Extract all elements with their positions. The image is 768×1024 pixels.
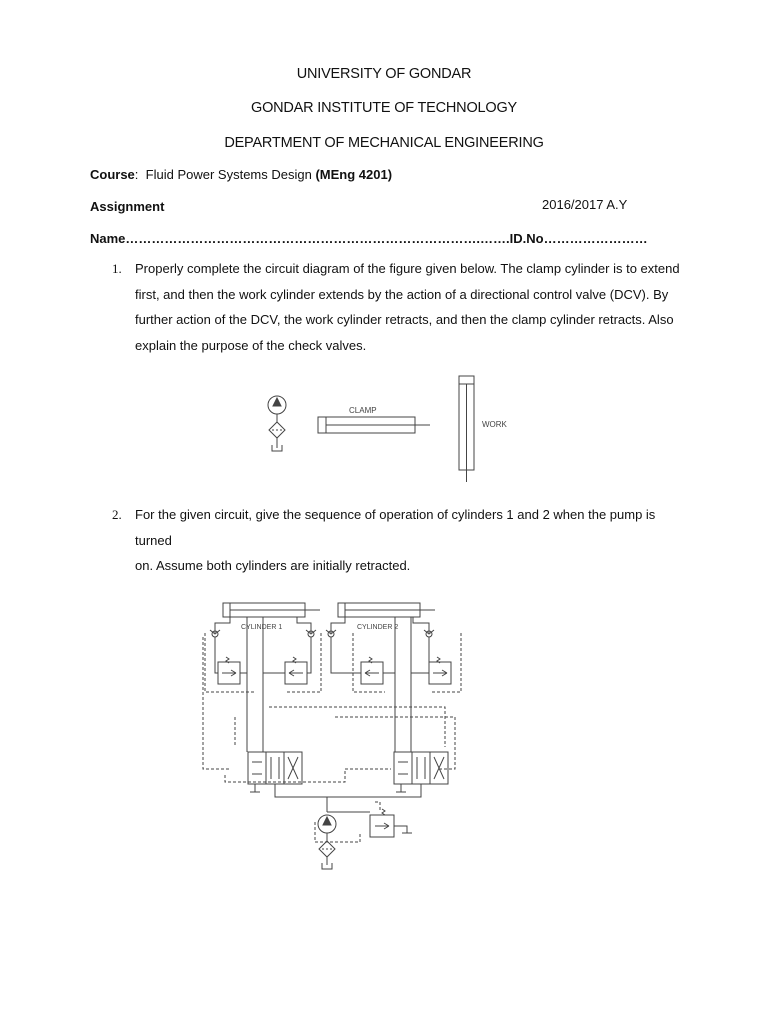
course-name: Fluid Power Systems Design — [145, 167, 312, 182]
question-number: 2. — [112, 507, 122, 522]
sequence-valve — [360, 656, 384, 685]
question-line: For the given circuit, give the sequence… — [135, 507, 656, 548]
course-code: (MEng 4201) — [315, 167, 393, 182]
course-label: Course — [90, 167, 135, 182]
department-title: DEPARTMENT OF MECHANICAL ENGINEERING — [224, 135, 544, 151]
name-field-label: Name……………………………………………………………………….……. — [90, 231, 510, 246]
sequence-valve — [284, 656, 308, 685]
id-field-label: ID.No…………………… — [509, 231, 648, 246]
question-text: For the given circuit, give the sequence… — [135, 502, 695, 579]
figure-2-circuit: CYLINDER 1 CYLINDER 2 — [202, 602, 462, 870]
filter-symbol — [318, 840, 336, 870]
check-valve — [305, 629, 317, 638]
question-text: Properly complete the circuit diagram of… — [135, 256, 695, 358]
work-cylinder: WORK — [458, 375, 508, 482]
clamp-cylinder: CLAMP — [317, 406, 430, 434]
figure-1-circuit: CLAMP WORK — [267, 375, 508, 482]
question-line: first, and then the work cylinder extend… — [135, 286, 669, 302]
check-valve — [423, 629, 435, 638]
cylinder-2-label: CYLINDER 2 — [357, 624, 398, 631]
cylinder-1-label: CYLINDER 1 — [241, 624, 282, 631]
institute-title: GONDAR INSTITUTE OF TECHNOLOGY — [250, 100, 518, 116]
course-colon: : — [134, 167, 139, 182]
filter-symbol — [268, 421, 286, 448]
cylinder-1: CYLINDER 1 — [222, 602, 320, 631]
question-line: explain the purpose of the check valves. — [135, 337, 367, 353]
work-label: WORK — [482, 420, 508, 429]
sequence-valve — [217, 656, 241, 685]
check-valve — [209, 629, 221, 638]
question-line: further action of the DCV, the work cyli… — [135, 312, 674, 327]
course-line: Course: Fluid Power Systems Design (MEng… — [90, 167, 392, 182]
question-line: on. Assume both cylinders are initially … — [135, 558, 411, 573]
check-valve — [325, 629, 337, 638]
pump-symbol — [317, 814, 337, 841]
sequence-valve — [428, 656, 452, 685]
assignment-label: Assignment — [90, 199, 165, 214]
question-line: Properly complete the circuit diagram of… — [135, 261, 680, 276]
pump-symbol — [267, 395, 287, 422]
name-line: Name……………………………………………………………………….…….ID.No… — [90, 231, 648, 246]
cylinder-2: CYLINDER 2 — [337, 602, 435, 631]
academic-year: 2016/2017 A.Y — [542, 197, 628, 212]
relief-valve — [369, 808, 412, 838]
university-title: UNIVERSITY OF GONDAR — [296, 66, 472, 82]
clamp-label: CLAMP — [349, 406, 377, 415]
tank-symbol — [271, 445, 283, 452]
question-number: 1. — [112, 261, 122, 276]
